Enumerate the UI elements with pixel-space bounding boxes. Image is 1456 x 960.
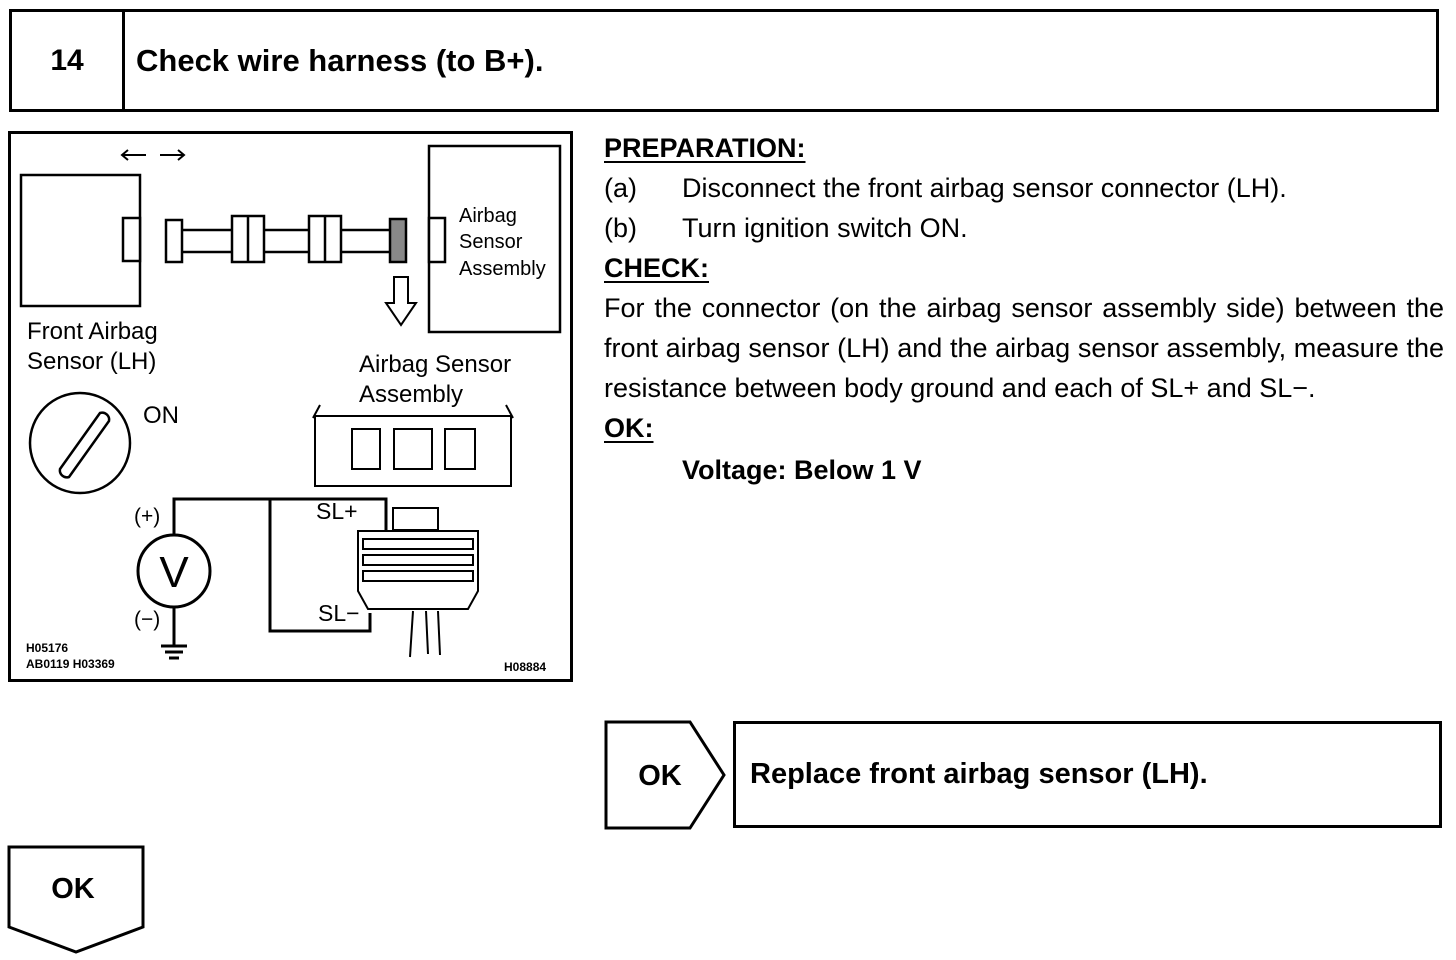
step-title: Check wire harness (to B+). — [136, 42, 544, 78]
assembly-label-small-2: Sensor — [459, 231, 523, 253]
ok-next-arrow: OK — [7, 845, 145, 954]
prep-item: (b) Turn ignition switch ON. — [604, 208, 1444, 248]
preparation-heading: PREPARATION: — [604, 133, 806, 163]
disconnect-arrows-icon — [120, 149, 186, 161]
prep-item-text: Disconnect the front airbag sensor conne… — [682, 173, 1287, 203]
result-text: Replace front airbag sensor (LH). — [750, 758, 1208, 790]
plus-label: (+) — [134, 505, 160, 528]
assembly-label-2: Assembly — [359, 381, 463, 408]
ok-next-label: OK — [51, 873, 95, 905]
check-heading: CHECK: — [604, 253, 709, 283]
ignition-on-label: ON — [143, 402, 179, 429]
prep-item-text: Turn ignition switch ON. — [682, 213, 968, 243]
ecu-connector-icon — [312, 404, 514, 487]
step-number: 14 — [12, 12, 125, 109]
code-2: AB0119 H03369 — [26, 657, 115, 671]
ok-result-arrow: OK — [604, 720, 726, 830]
down-arrow-icon — [384, 276, 418, 327]
assembly-label-1: Airbag Sensor — [359, 351, 511, 378]
result-box: Replace front airbag sensor (LH). — [733, 721, 1442, 828]
sl-plus-label: SL+ — [316, 498, 358, 524]
meter-circuit — [161, 497, 388, 660]
front-airbag-sensor — [19, 173, 142, 308]
ok-spec: Voltage: Below 1 V — [682, 455, 922, 485]
sl-minus-label: SL− — [318, 600, 360, 626]
ignition-switch-icon — [28, 391, 132, 495]
voltmeter-symbol: V — [159, 548, 189, 597]
minus-label: (−) — [134, 608, 160, 631]
ok-result-label: OK — [638, 760, 682, 792]
step-header: 14 Check wire harness (to B+). — [9, 9, 1439, 112]
prep-item: (a) Disconnect the front airbag sensor c… — [604, 168, 1444, 208]
code-1: H05176 — [26, 641, 68, 655]
wiring-diagram: Airbag Sensor Assembly Front Airbag Sens… — [8, 131, 573, 682]
prep-item-label: (b) — [604, 213, 637, 243]
airbag-sensor-assembly-box — [427, 144, 562, 334]
front-sensor-label-1: Front Airbag — [27, 318, 158, 345]
check-text: For the connector (on the airbag sensor … — [604, 293, 1444, 403]
code-3: H08884 — [504, 660, 546, 674]
connector-pins-icon — [357, 507, 479, 658]
wire-harness — [164, 214, 408, 264]
voltmeter-icon — [136, 533, 212, 609]
ok-heading: OK: — [604, 413, 654, 443]
assembly-label-small-3: Assembly — [459, 258, 546, 280]
assembly-label-small-1: Airbag — [459, 205, 517, 227]
instructions: PREPARATION: (a) Disconnect the front ai… — [604, 128, 1444, 490]
front-sensor-label-2: Sensor (LH) — [27, 348, 156, 375]
prep-item-label: (a) — [604, 173, 637, 203]
